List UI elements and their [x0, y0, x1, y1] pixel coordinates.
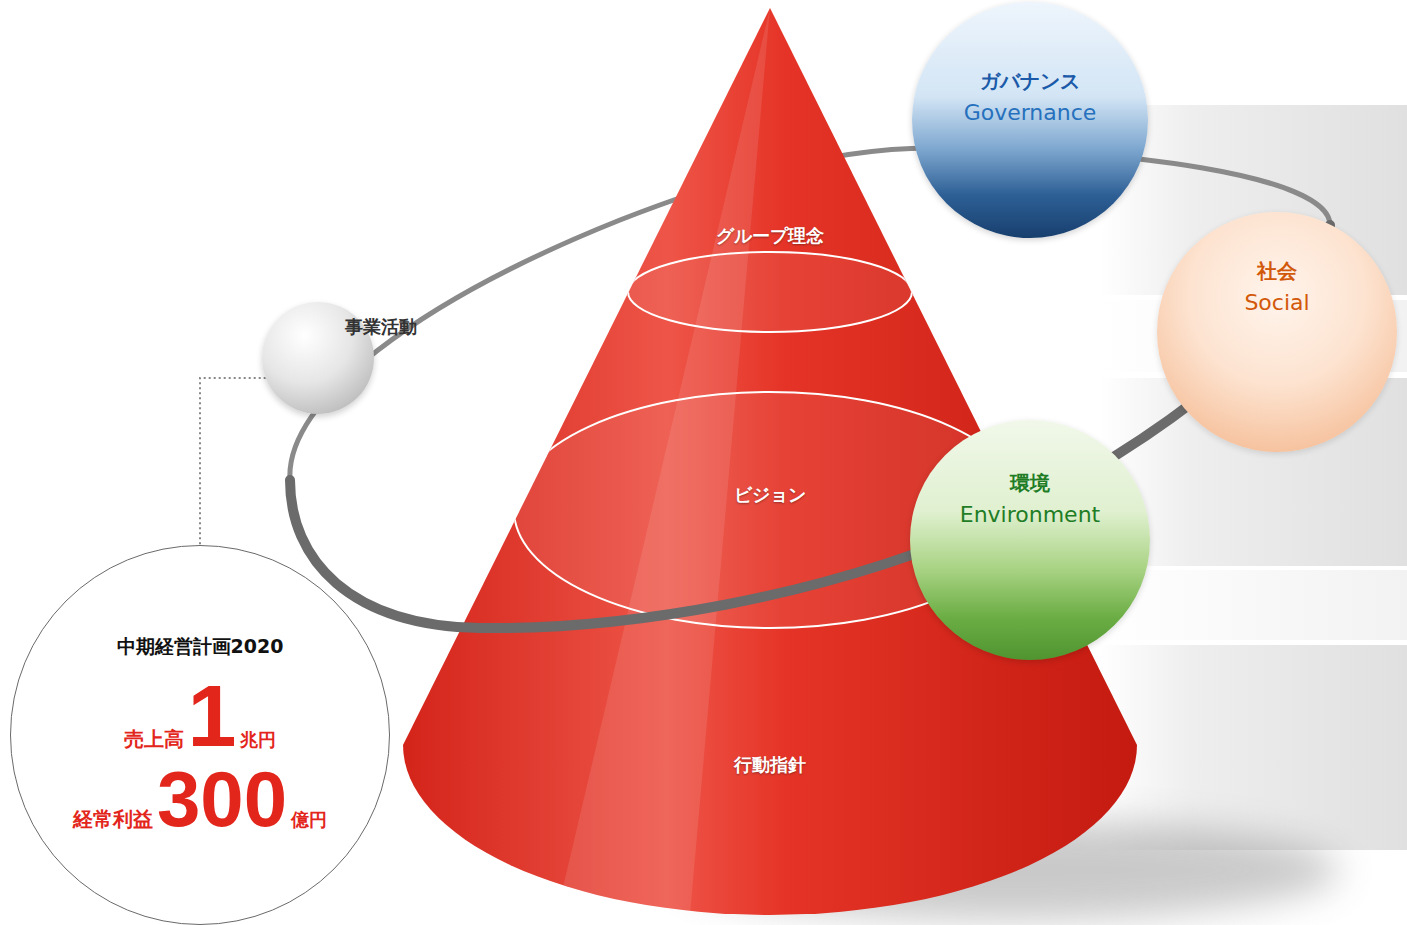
environment-circle: 環境Environment: [910, 420, 1150, 660]
text-group: 行動指針: [721, 749, 819, 781]
node-text: 売上高: [124, 726, 184, 753]
background-band: [1100, 645, 1407, 850]
plan-circle: 中期経営計画2020売上高1兆円経常利益300億円: [10, 545, 390, 925]
text-line: 行動指針: [733, 753, 807, 777]
text-group: 環境Environment: [910, 468, 1150, 531]
text-line: 経常利益300億円: [73, 762, 327, 836]
text-line: Governance: [912, 96, 1148, 129]
cone-band: 行動指針: [721, 749, 819, 781]
node-text: 兆円: [240, 728, 276, 752]
text-group: 事業活動: [345, 315, 417, 339]
node-text: ガバナンス: [980, 66, 1080, 96]
node-text: Social: [1244, 286, 1309, 319]
text-line: ビジョン: [733, 483, 807, 507]
text-group: ビジョン: [721, 479, 819, 511]
text-line: 社会: [1157, 256, 1397, 286]
node-text: 億円: [291, 808, 327, 832]
text-group: 社会Social: [1157, 256, 1397, 319]
node-text: 事業活動: [345, 315, 417, 339]
text-line: 事業活動: [345, 315, 417, 339]
cone-band: グループ理念: [703, 220, 837, 252]
social-circle: 社会Social: [1157, 212, 1397, 452]
text-line: Environment: [910, 498, 1150, 531]
node-text: Environment: [960, 498, 1100, 531]
governance-circle: ガバナンスGovernance: [912, 2, 1148, 238]
node-text: 行動指針: [734, 753, 806, 777]
node-text: グループ理念: [716, 224, 824, 248]
text-line: 売上高1兆円: [124, 674, 277, 758]
text-line: グループ理念: [715, 224, 825, 248]
background-band: [1100, 570, 1407, 640]
text-line: ガバナンス: [912, 66, 1148, 96]
node-text: 300: [157, 762, 287, 836]
text-line: 環境: [910, 468, 1150, 498]
node-text: 1: [188, 674, 237, 758]
text-line: Social: [1157, 286, 1397, 319]
cone-band: ビジョン: [721, 479, 819, 511]
node-text: Governance: [964, 96, 1097, 129]
node-text: 経常利益: [73, 806, 153, 833]
text-group: グループ理念: [703, 220, 837, 252]
text-group: ガバナンスGovernance: [912, 66, 1148, 129]
cone-ring: [628, 252, 912, 332]
text-group: 中期経営計画2020売上高1兆円経常利益300億円: [11, 546, 389, 924]
node-text: ビジョン: [734, 483, 806, 507]
node-text: 中期経営計画2020: [117, 634, 284, 660]
node-text: 社会: [1257, 256, 1297, 286]
business-sphere: 事業活動: [262, 302, 374, 414]
node-text: 環境: [1010, 468, 1050, 498]
text-line: 中期経営計画2020: [117, 634, 284, 660]
dotted-connector: [200, 378, 266, 545]
